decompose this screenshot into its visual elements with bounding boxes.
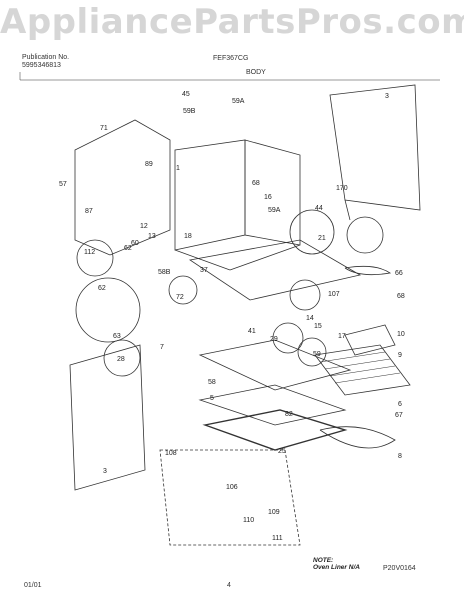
callout: 112 bbox=[84, 249, 95, 256]
callout: 45 bbox=[182, 91, 190, 98]
callout: 82 bbox=[285, 411, 293, 418]
callout: 1 bbox=[176, 165, 180, 172]
callout: 7 bbox=[160, 344, 164, 351]
callout: 58B bbox=[158, 269, 171, 276]
callout: 13 bbox=[148, 233, 156, 240]
callout: 68 bbox=[397, 293, 405, 300]
callout: 63 bbox=[113, 333, 121, 340]
callout: 15 bbox=[314, 323, 322, 330]
callout: 29 bbox=[270, 336, 278, 343]
callout: 106 bbox=[226, 484, 238, 491]
callout: 12 bbox=[140, 223, 148, 230]
watermark-logo: AppliancePartsPros.com bbox=[0, 2, 464, 42]
callout: 59 bbox=[313, 351, 321, 358]
callout: 28 bbox=[117, 356, 125, 363]
publication-label: Publication No. bbox=[22, 54, 70, 61]
callout: 110 bbox=[243, 517, 254, 524]
callout: 89 bbox=[145, 161, 153, 168]
back-panel-part bbox=[74, 119, 171, 256]
note-text: Oven Liner N/A bbox=[313, 564, 360, 571]
callout: 67 bbox=[395, 412, 403, 419]
note-label: NOTE: bbox=[313, 557, 334, 564]
callout: 62 bbox=[98, 285, 106, 292]
callout: 62 bbox=[124, 245, 132, 252]
callout: 5 bbox=[210, 395, 214, 402]
section-title: BODY bbox=[246, 69, 266, 76]
callout: 57 bbox=[59, 181, 67, 188]
callout: 108 bbox=[165, 450, 177, 457]
callout: 25 bbox=[278, 448, 286, 455]
callout: 87 bbox=[85, 208, 93, 215]
callout: 66 bbox=[395, 270, 403, 277]
callout: 6 bbox=[398, 401, 402, 408]
callout: 111 bbox=[272, 535, 283, 542]
drawing-id: P20V0164 bbox=[383, 565, 416, 572]
callout: 16 bbox=[264, 194, 272, 201]
callout: 18 bbox=[184, 233, 192, 240]
callout: 107 bbox=[328, 291, 340, 298]
publication-number: 5995346813 bbox=[22, 62, 61, 69]
callout: 3 bbox=[385, 93, 389, 100]
callout: 170 bbox=[336, 185, 348, 192]
callout: 72 bbox=[176, 294, 184, 301]
callout: 109 bbox=[268, 509, 280, 516]
footer-date: 01/01 bbox=[24, 582, 42, 589]
callout: 44 bbox=[315, 205, 323, 212]
callout: 14 bbox=[306, 315, 314, 322]
model-number: FEF367CG bbox=[213, 55, 249, 62]
callout-labels: 45 59A 59B 3 71 89 1 68 16 59A 170 44 57… bbox=[59, 91, 405, 542]
callout: 59B bbox=[183, 108, 196, 115]
callout: 9 bbox=[398, 352, 402, 359]
callout: 10 bbox=[397, 331, 405, 338]
callout: 59A bbox=[232, 98, 245, 105]
callout: 8 bbox=[398, 453, 402, 460]
callout: 58 bbox=[208, 379, 216, 386]
callout: 71 bbox=[100, 125, 108, 132]
callout: 41 bbox=[248, 328, 256, 335]
callout: 21 bbox=[318, 235, 326, 242]
callout: 60 bbox=[131, 240, 139, 247]
callout: 68 bbox=[252, 180, 260, 187]
callout: 59A bbox=[268, 207, 281, 214]
callout: 3 bbox=[103, 468, 107, 475]
page-number: 4 bbox=[227, 582, 231, 589]
callout: 37 bbox=[200, 267, 208, 274]
callout: 17 bbox=[338, 333, 346, 340]
